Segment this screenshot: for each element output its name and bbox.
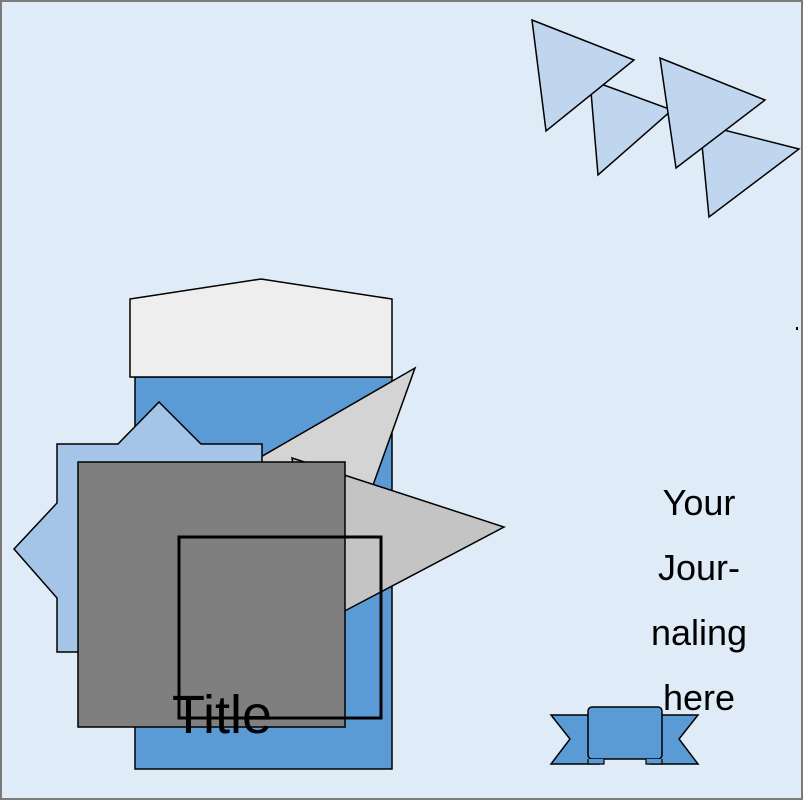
photo-placeholder bbox=[77, 461, 346, 728]
title-text: Title bbox=[172, 685, 273, 745]
journaling-line: here bbox=[662, 677, 736, 718]
journaling-line: Jour- bbox=[657, 547, 741, 588]
ribbon-center bbox=[587, 706, 663, 760]
pennant-triangle-3 bbox=[659, 56, 767, 170]
pennant-triangle-4 bbox=[699, 123, 801, 219]
stray-mark bbox=[796, 327, 798, 330]
journaling-text: Your Jour- naling here bbox=[624, 470, 774, 730]
pennant-triangle-2 bbox=[589, 78, 674, 177]
pennant-triangle-1 bbox=[531, 18, 636, 133]
ribbon-banner bbox=[549, 706, 700, 765]
ribbon-fold-left bbox=[587, 759, 605, 765]
journaling-line: naling bbox=[650, 612, 748, 653]
photo-frame-outline bbox=[177, 535, 383, 720]
ribbon-fold-right bbox=[645, 759, 663, 765]
pentagon-tag bbox=[129, 278, 393, 378]
journaling-line: Your bbox=[662, 482, 736, 523]
